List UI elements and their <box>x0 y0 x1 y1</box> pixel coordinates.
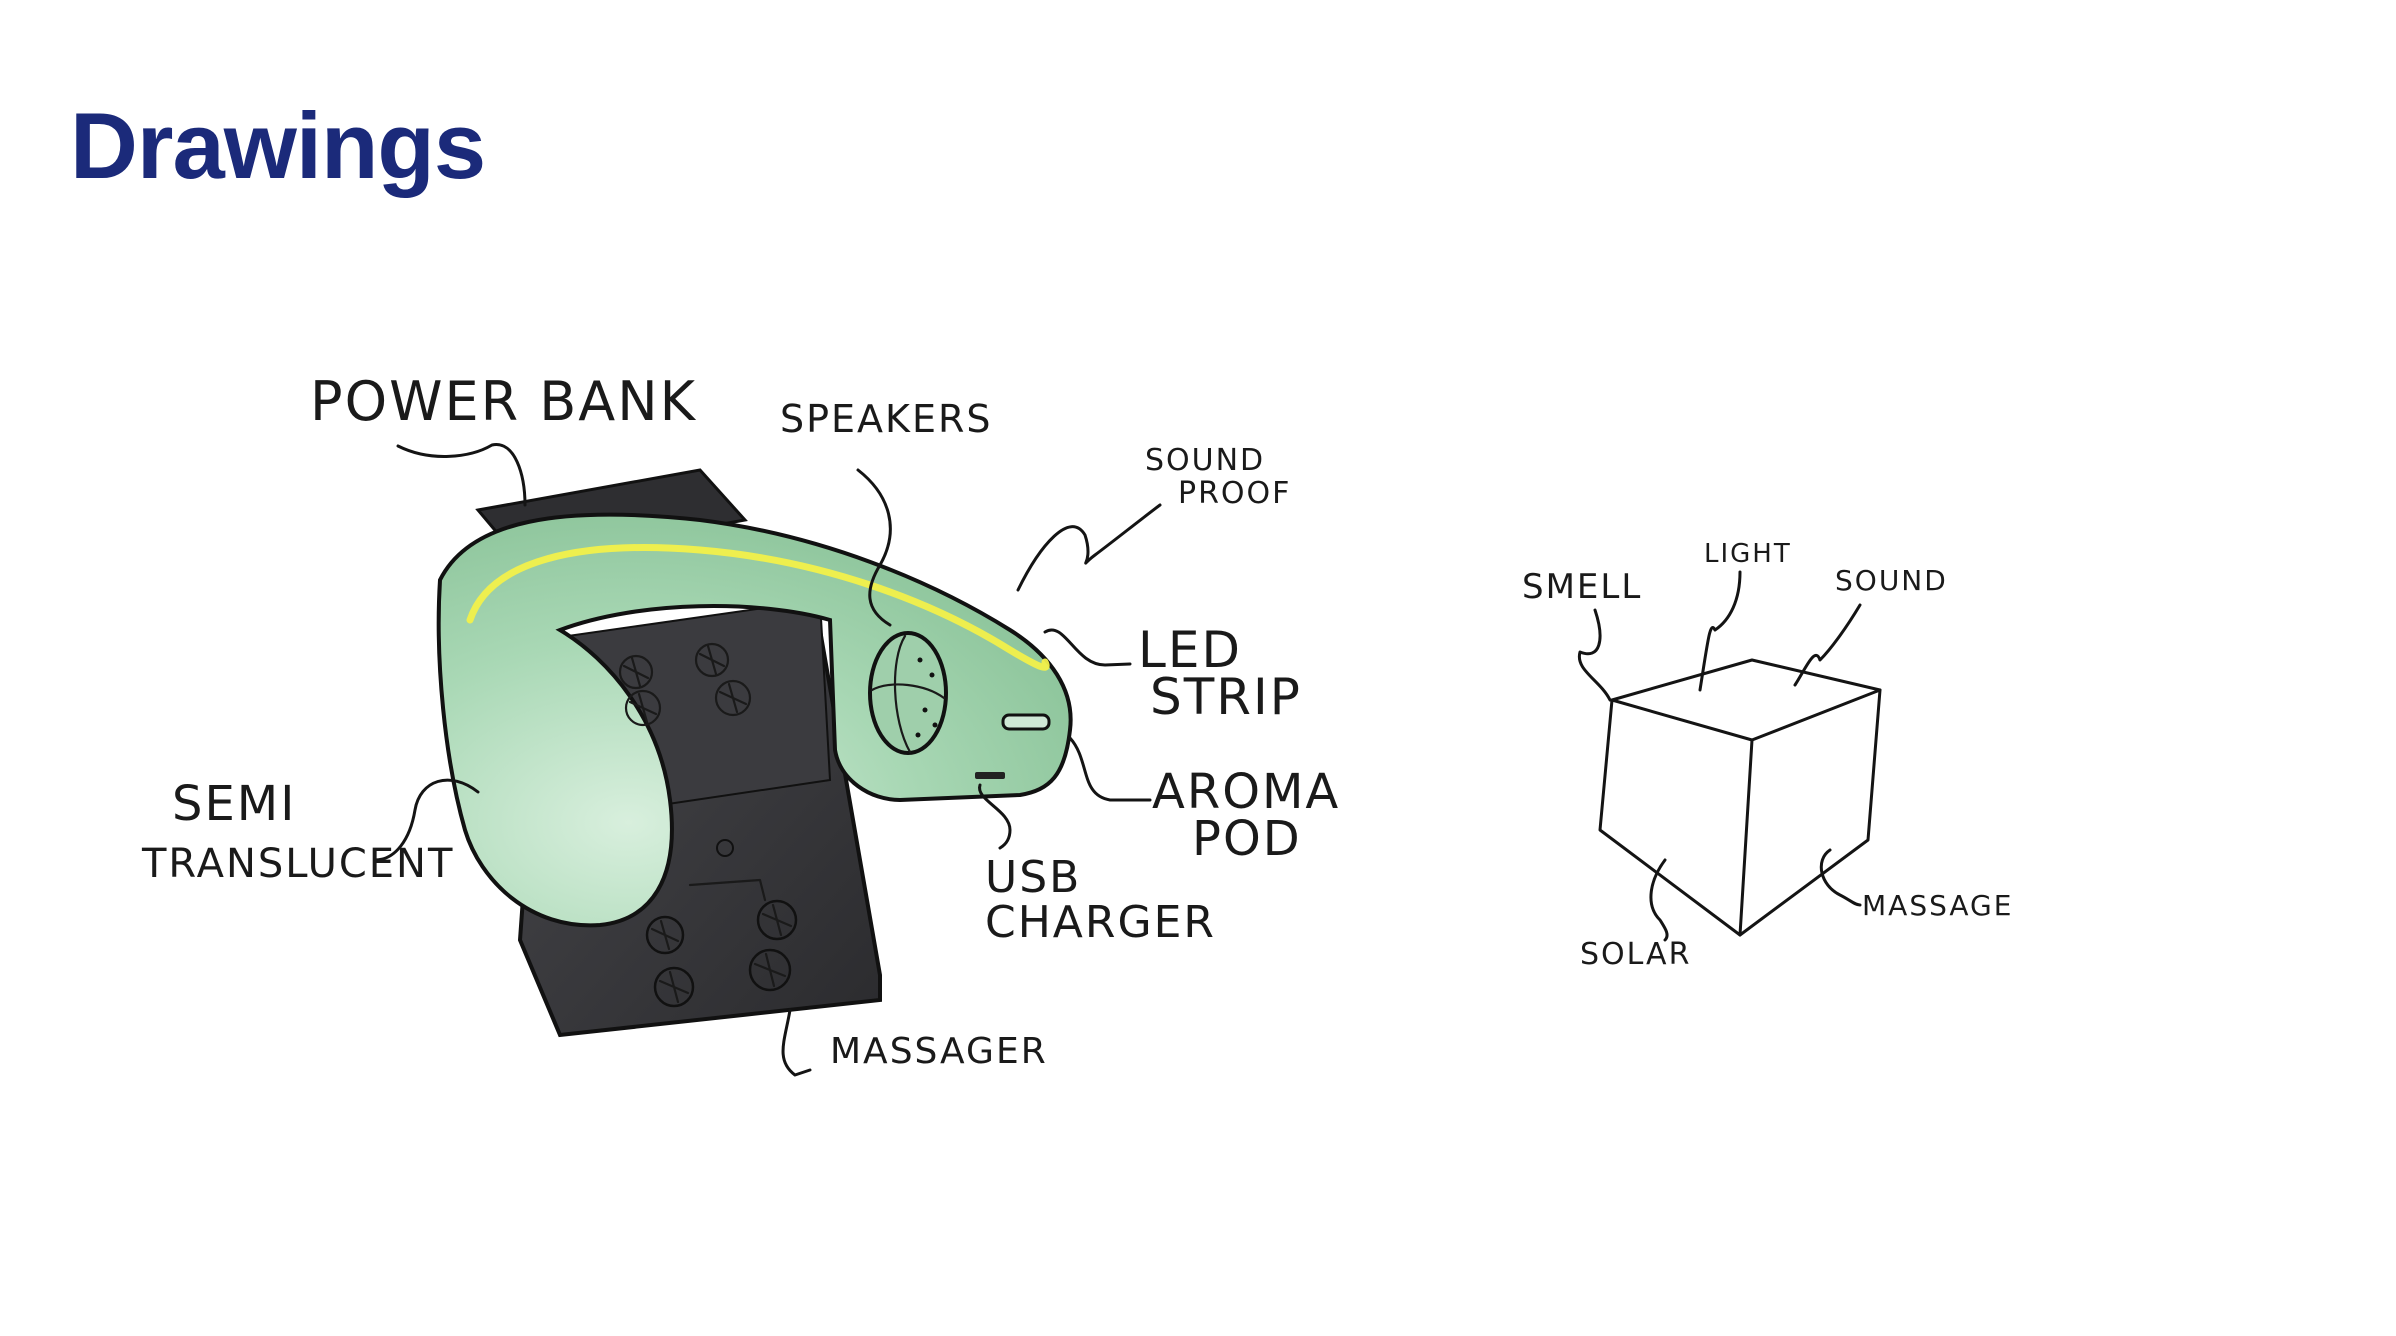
label-pod: POD <box>1192 811 1302 867</box>
cube-right-face <box>1740 690 1880 935</box>
cube-sketch: SMELL LIGHT SOUND SOLAR MASSAGE <box>1522 539 2013 972</box>
label-proof: PROOF <box>1178 476 1291 511</box>
label-massager: MASSAGER <box>830 1031 1048 1072</box>
leader-massage <box>1821 850 1860 905</box>
usb-port <box>975 772 1005 779</box>
label-smell: SMELL <box>1522 567 1642 607</box>
label-sound: SOUND <box>1145 443 1265 478</box>
device-sketch: POWER BANK SPEAKERS SOUND PROOF LED STRI… <box>141 370 1340 1075</box>
leader-smell <box>1579 610 1610 700</box>
label-charger: CHARGER <box>985 897 1216 948</box>
leader-aroma-pod <box>1070 738 1150 800</box>
leader-power-bank <box>398 445 525 505</box>
label-solar: SOLAR <box>1580 937 1691 972</box>
label-sound-cube: SOUND <box>1835 564 1948 597</box>
label-power-bank: POWER BANK <box>310 370 697 433</box>
cube-left-face <box>1600 700 1752 935</box>
label-semi: SEMI <box>172 776 296 832</box>
label-strip: STRIP <box>1150 668 1302 726</box>
label-translucent: TRANSLUCENT <box>141 841 454 887</box>
leader-led-strip <box>1045 630 1130 665</box>
label-light: LIGHT <box>1704 539 1792 569</box>
label-usb: USB <box>985 852 1081 903</box>
leader-sound-proof <box>1018 505 1160 590</box>
label-massage: MASSAGE <box>1862 889 2013 922</box>
label-speakers: SPEAKERS <box>780 397 993 441</box>
leader-massager <box>783 1010 810 1075</box>
aroma-pod-slot <box>1003 715 1049 729</box>
speaker <box>870 633 946 753</box>
cube-top-face <box>1612 660 1880 740</box>
leader-solar <box>1651 860 1667 940</box>
